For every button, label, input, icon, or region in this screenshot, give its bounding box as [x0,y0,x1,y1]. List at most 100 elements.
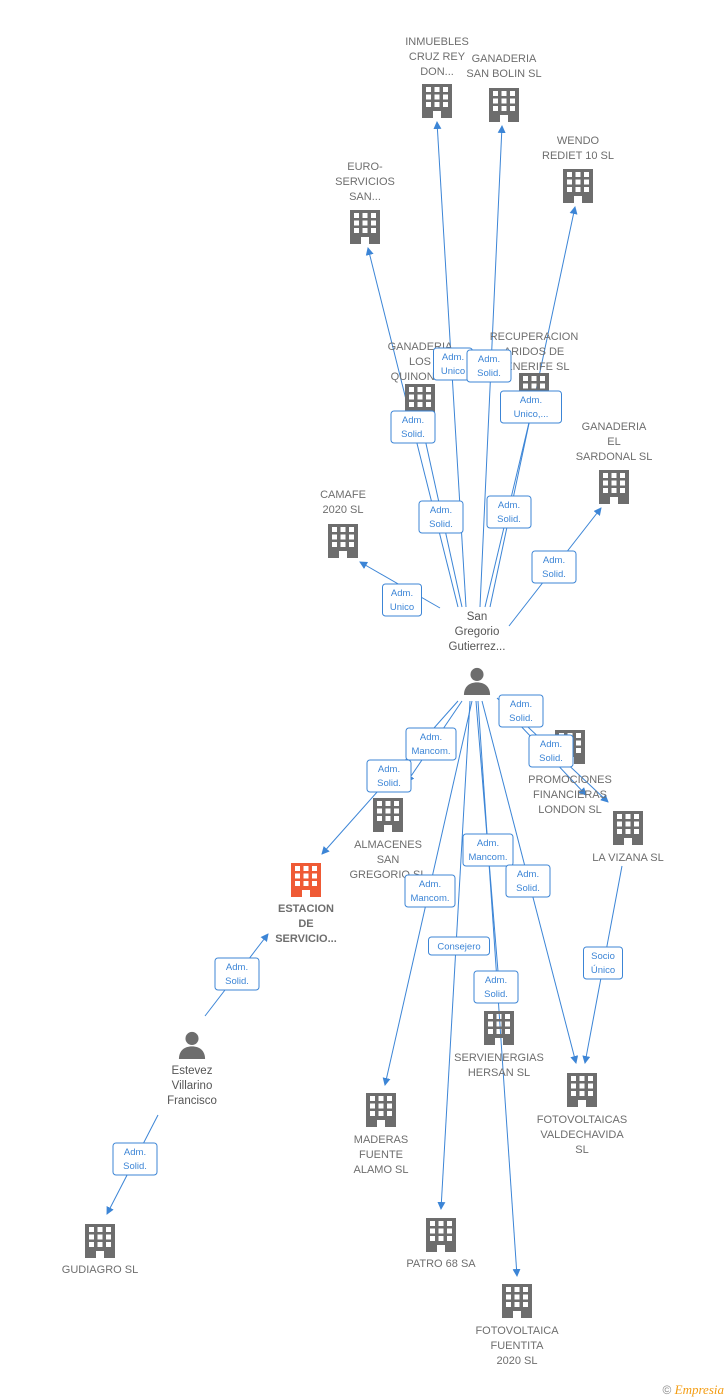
node-label: PATRO 68 SA [406,1258,476,1270]
edge-label-line: Adm. [420,732,442,743]
node-san-gregorio[interactable]: SanGregorioGutierrez... [449,611,506,695]
node-label: CRUZ REY [409,51,466,63]
edge-label-line: Adm. [378,764,400,775]
edge-label-box [486,495,532,529]
edge-label-box [583,946,623,980]
node-label: GANADERIA [472,53,537,65]
node-label: DON... [420,66,454,78]
footer-brand[interactable]: © Empresia [662,1382,724,1398]
node-label: EURO- [347,161,383,173]
edge-label-line: Solid. [539,753,563,764]
building-icon [350,210,380,244]
node-euro[interactable]: EURO-SERVICIOSSAN... [335,161,395,244]
node-estacion[interactable]: ESTACIONDESERVICIO... [275,863,337,945]
node-label: LA VIZANA SL [592,852,664,864]
edge-label-line: Único [591,965,615,976]
edge-labels-layer: Adm.UnicoAdm.Solid.Adm.Unico,...Adm.Soli… [112,347,623,1176]
node-label: Villarino [172,1080,213,1092]
node-label: EL [607,436,620,448]
node-gudiagro[interactable]: GUDIAGRO SL [62,1224,138,1276]
node-label: MADERAS [354,1134,408,1146]
node-label: SAN... [349,191,381,203]
edge-label-box [418,500,464,534]
node-label: INMUEBLES [405,36,469,48]
edge-label-line: Solid. [477,368,501,379]
edge-label-box [500,390,562,424]
edge-label-san_gregorio-to-patro[interactable]: Consejero [428,936,490,956]
edge-label-san_gregorio-to-euro[interactable]: Adm.Solid. [390,410,436,444]
edge-label-san_gregorio-to-recuperacion[interactable]: Adm.Solid. [486,495,532,529]
node-ganaderia-bolin[interactable]: GANADERIA SAN BOLIN SL [466,53,542,122]
person-icon [178,1031,206,1059]
edge-label-san_gregorio-to-ganaderia_quinones[interactable]: Adm.Solid. [418,500,464,534]
edge-label-estevez-to-gudiagro[interactable]: Adm.Solid. [112,1142,158,1176]
edge-label-line: Solid. [377,778,401,789]
building-icon [426,1218,456,1252]
edge-label-san_gregorio-to-maderas[interactable]: Adm.Mancom. [404,874,456,908]
edge-label-line: Adm. [540,739,562,750]
edge-label-san_gregorio-to-fotovoltaicas[interactable]: Adm.Solid. [505,864,551,898]
node-label: FINANCIERAS [533,789,607,801]
building-icon [328,524,358,558]
node-label: FUENTE [359,1149,403,1161]
edge-label-box [366,759,412,793]
node-label: LONDON SL [538,804,602,816]
node-label: GUDIAGRO SL [62,1264,138,1276]
edge-label-san_gregorio-to-estacion[interactable]: Adm. Solid. [366,759,412,793]
node-patro[interactable]: PATRO 68 SA [406,1218,476,1270]
edge-label-san_gregorio-to-promociones[interactable]: Adm.Solid. [498,694,544,728]
edge-label-san_gregorio-to-la_vizana[interactable]: Adm. Solid. [528,734,574,768]
edge-label-san_gregorio-to-almacenes[interactable]: Adm. Mancom. [405,727,457,761]
node-label: WENDO [557,135,600,147]
building-icon [489,88,519,122]
edge-label-line: Solid. [509,713,533,724]
edge-label-estevez-to-estacion[interactable]: Adm.Solid. [214,957,260,991]
node-label: DE [298,918,313,930]
edge-label-san_gregorio-to-servienergias[interactable]: Adm.Mancom. [462,833,514,867]
node-label: GANADERIA [582,421,647,433]
edge-label-box [112,1142,158,1176]
node-label: SAN [377,854,400,866]
node-maderas[interactable]: MADERAS FUENTE ALAMO SL [353,1093,409,1176]
edge-label-box [498,694,544,728]
node-label: FOTOVOLTAICAS [537,1114,627,1126]
node-label: CAMAFE [320,489,366,501]
edge-label-san_gregorio-to-wendo[interactable]: Adm.Unico,... [500,390,562,424]
edge-label-box [382,583,422,617]
edge-label-box [214,957,260,991]
edge-label-san_gregorio-to-camafe[interactable]: Adm.Unico [382,583,422,617]
node-label: ALAMO SL [353,1164,408,1176]
edge-label-line: Unico,... [514,409,549,420]
edge-label-san_gregorio-to-inmuebles[interactable]: Adm.Unico [433,347,473,381]
edge-label-line: Solid. [123,1161,147,1172]
edge-label-line: Adm. [517,869,539,880]
node-label: SAN BOLIN SL [466,68,541,80]
brand-name: Empresia [674,1382,724,1397]
main-company-building-icon [291,863,321,897]
edge-label-san_gregorio-to-ganaderia_sardonal[interactable]: Adm.Solid. [531,550,577,584]
edge-label-line: Solid. [484,989,508,1000]
edge-label-box [473,970,519,1004]
node-label: Francisco [167,1095,217,1107]
edge-label-box [466,349,512,383]
node-label: RECUPERACION [490,331,579,343]
node-inmuebles[interactable]: INMUEBLES CRUZ REY DON... [405,36,469,118]
node-la-vizana[interactable]: LA VIZANA SL [592,811,664,864]
edge-label-san_gregorio-to-ganaderia_bolin[interactable]: Adm.Solid. [466,349,512,383]
edge-label-box [531,550,577,584]
edge-label-line: Mancom. [411,746,450,757]
building-icon [599,470,629,504]
building-icon [422,84,452,118]
edge-label-san_gregorio-to-fuentita[interactable]: Adm.Solid. [473,970,519,1004]
